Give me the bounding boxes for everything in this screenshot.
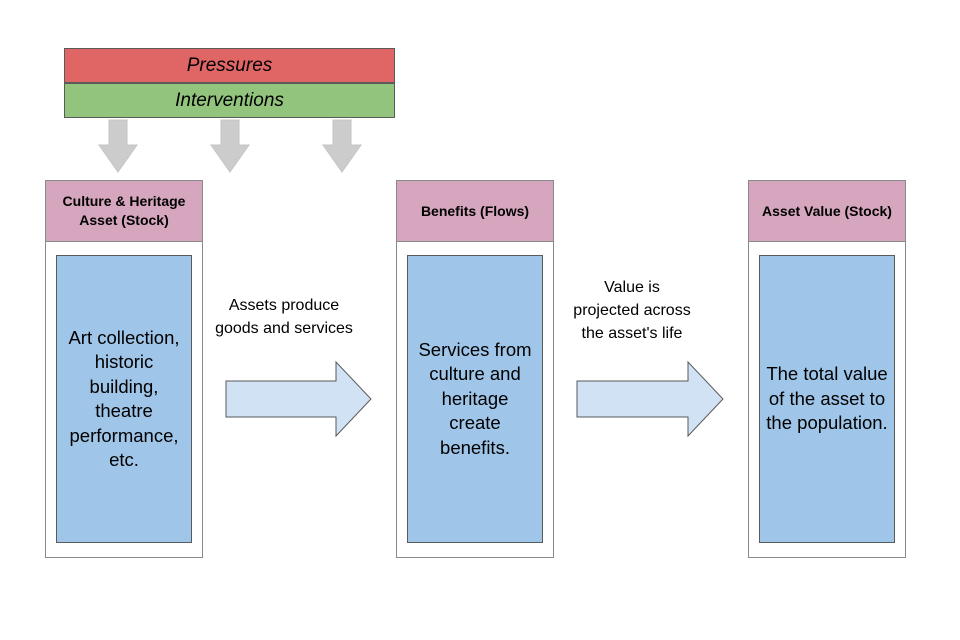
asset-stock-body: Art collection, historic building, theat… bbox=[56, 255, 192, 543]
asset-value-column: Asset Value (Stock) The total value of t… bbox=[748, 180, 906, 558]
asset-value-header: Asset Value (Stock) bbox=[748, 180, 906, 242]
benefits-flows-body: Services from culture and heritage creat… bbox=[407, 255, 543, 543]
right-arrow-icon bbox=[576, 360, 724, 438]
benefits-flows-header: Benefits (Flows) bbox=[396, 180, 554, 242]
down-arrow-icon bbox=[98, 119, 138, 173]
interventions-label: Interventions bbox=[175, 89, 284, 111]
benefits-flows-column: Benefits (Flows) Services from culture a… bbox=[396, 180, 554, 558]
pressures-label: Pressures bbox=[186, 54, 273, 76]
asset-stock-column: Culture & Heritage Asset (Stock) Art col… bbox=[45, 180, 203, 558]
produce-flow-label: Assets produce goods and services bbox=[215, 297, 353, 337]
down-arrow-icon bbox=[322, 119, 362, 173]
projection-flow-label: Value is projected across the asset's li… bbox=[573, 279, 691, 342]
down-arrow-icon bbox=[210, 119, 250, 173]
interventions-bar: Interventions bbox=[64, 83, 395, 118]
pressures-bar: Pressures bbox=[64, 48, 395, 83]
asset-stock-header: Culture & Heritage Asset (Stock) bbox=[45, 180, 203, 242]
asset-value-body: The total value of the asset to the popu… bbox=[759, 255, 895, 543]
right-arrow-icon bbox=[225, 360, 372, 438]
